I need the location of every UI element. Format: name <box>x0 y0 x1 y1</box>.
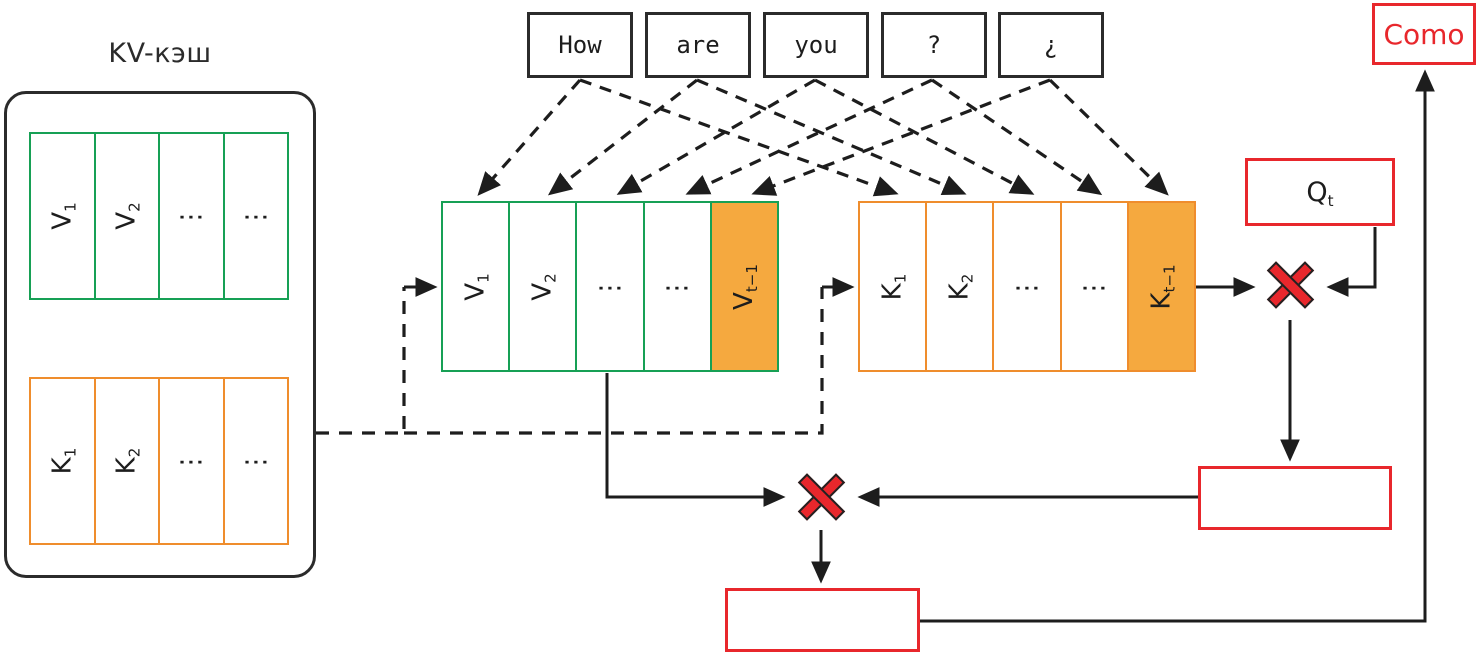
token-box-inverted-question[interactable]: ¿ <box>998 12 1104 78</box>
cell-label: V2 <box>527 272 560 301</box>
ellipsis-icon: ⋮ <box>1079 272 1110 301</box>
cell-label: K2 <box>944 273 977 300</box>
kv-cache-key-row: K1 K2 ⋮ ⋮ <box>29 377 289 545</box>
kv-cache-value-cell: ⋮ <box>222 132 289 300</box>
token-box-are[interactable]: are <box>645 12 751 78</box>
cell-label: K2 <box>111 447 144 475</box>
token-box-how[interactable]: How <box>527 12 633 78</box>
kv-cache-key-cell: K2 <box>93 377 160 545</box>
cell-label: V1 <box>47 202 79 230</box>
value-cell-ellipsis-1: ⋮ <box>575 201 645 372</box>
kv-cache-title: KV-кэш <box>108 38 212 69</box>
kv-cache-key-cell: ⋮ <box>222 377 289 545</box>
query-label: Qt <box>1306 176 1334 210</box>
kv-cache-key-cell: K1 <box>29 377 96 545</box>
multiply-attention-value-icon <box>790 466 852 528</box>
value-matrix-row: V1 V2 ⋮ ⋮ Vt−1 <box>441 201 780 372</box>
kv-cache-value-row: V1 V2 ⋮ ⋮ <box>29 132 289 300</box>
ellipsis-icon: ⋮ <box>176 447 207 475</box>
kv-cache-value-cell: V1 <box>29 132 96 300</box>
key-cell-ellipsis-2: ⋮ <box>1059 201 1129 372</box>
kv-cache-value-cell: ⋮ <box>158 132 225 300</box>
key-cell-1: K1 <box>858 201 928 372</box>
kv-cache-value-cell: V2 <box>93 132 160 300</box>
query-box: Qt <box>1245 158 1395 226</box>
value-cell-latest: Vt−1 <box>709 201 780 372</box>
token-box-question[interactable]: ? <box>881 12 987 78</box>
ellipsis-icon: ⋮ <box>1012 272 1042 301</box>
cell-label: Vt−1 <box>729 263 761 310</box>
cell-label: V2 <box>111 202 144 230</box>
cell-label: V1 <box>460 272 493 301</box>
cell-label: K1 <box>47 447 79 475</box>
key-cell-2: K2 <box>925 201 995 372</box>
key-matrix-row: K1 K2 ⋮ ⋮ Kt−1 <box>858 201 1197 372</box>
ellipsis-icon: ⋮ <box>662 272 693 301</box>
key-cell-latest: Kt−1 <box>1126 201 1197 372</box>
value-cell-2: V2 <box>508 201 578 372</box>
attention-scores-box <box>1198 466 1392 530</box>
token-box-you[interactable]: you <box>763 12 869 78</box>
key-cell-ellipsis-1: ⋮ <box>992 201 1062 372</box>
ellipsis-icon: ⋮ <box>595 272 625 301</box>
value-cell-1: V1 <box>441 201 511 372</box>
multiply-qk-icon <box>1259 254 1321 316</box>
ellipsis-icon: ⋮ <box>176 202 207 230</box>
cell-label: Kt−1 <box>1146 263 1178 310</box>
kv-cache-key-cell: ⋮ <box>158 377 225 545</box>
value-cell-ellipsis-2: ⋮ <box>642 201 712 372</box>
cell-label: K1 <box>877 273 910 300</box>
output-token-box[interactable]: Como <box>1372 3 1476 65</box>
attention-output-box <box>725 588 920 652</box>
ellipsis-icon: ⋮ <box>240 447 271 475</box>
ellipsis-icon: ⋮ <box>240 202 271 230</box>
